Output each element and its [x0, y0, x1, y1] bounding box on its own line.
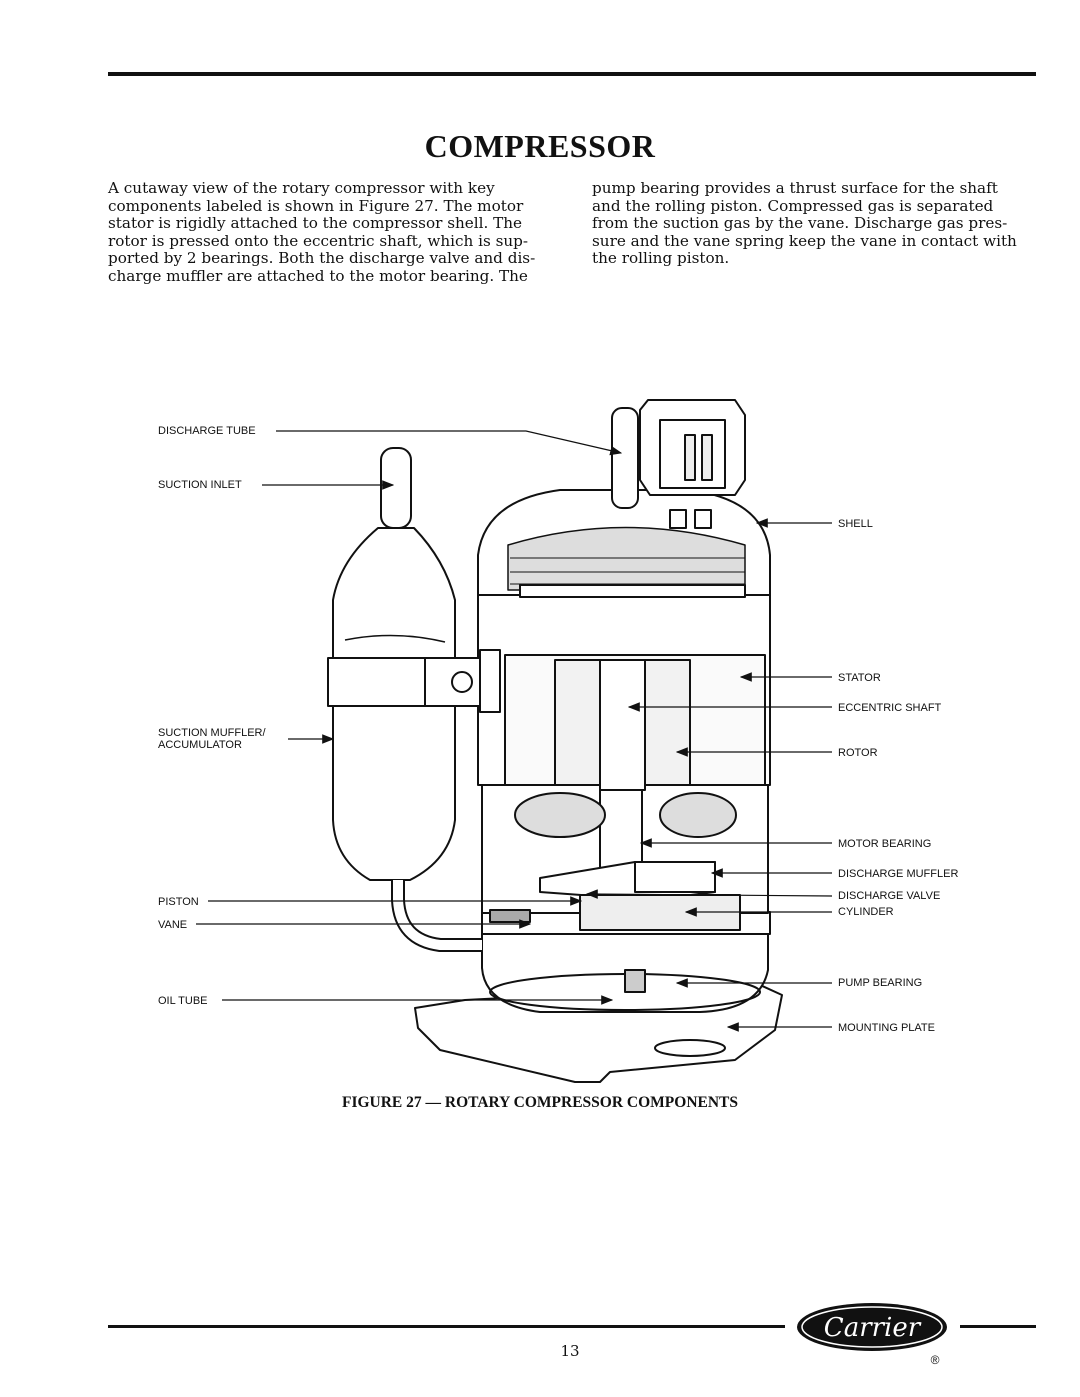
page-title: COMPRESSOR	[424, 128, 656, 164]
compressor-drawing	[327, 399, 783, 1083]
label-cylinder: CYLINDER	[838, 906, 894, 918]
body-line: from the suction gas by the vane. Discha…	[592, 214, 1008, 233]
registered-mark: ®	[931, 1353, 940, 1367]
label-discharge-tube: DISCHARGE TUBE	[158, 425, 256, 437]
eccentric-shaft	[599, 659, 646, 791]
label-rotor: ROTOR	[838, 747, 878, 759]
body-line: components labeled is shown in Figure 27…	[108, 196, 524, 215]
body-column-left: A cutaway view of the rotary compressor …	[108, 179, 550, 286]
label-vane: VANE	[158, 919, 187, 931]
body-line: rotor is pressed onto the eccentric shaf…	[108, 231, 529, 250]
footer-rule-left	[108, 1325, 785, 1328]
label-oil-tube: OIL TUBE	[158, 995, 208, 1007]
right-callouts	[585, 518, 833, 1032]
stator-windings	[507, 526, 746, 591]
label-mounting-plate: MOUNTING PLATE	[838, 1022, 935, 1034]
body-line: A cutaway view of the rotary compressor …	[108, 179, 495, 197]
left-callouts	[196, 430, 623, 1005]
label-pump-bearing: PUMP BEARING	[838, 977, 922, 989]
body-line: stator is rigidly attached to the compre…	[108, 214, 523, 233]
body-column-right: pump bearing provides a thrust surface f…	[592, 179, 1036, 268]
label-suction-muffler: SUCTION MUFFLER/	[158, 727, 267, 739]
footer-rule-right	[960, 1325, 1036, 1328]
label-motor-bearing: MOTOR BEARING	[838, 838, 931, 850]
label-discharge-valve: DISCHARGE VALVE	[838, 890, 940, 902]
top-rule	[108, 72, 1036, 76]
label-shell: SHELL	[838, 518, 873, 530]
figure-caption: FIGURE 27 — ROTARY COMPRESSOR COMPONENTS	[341, 1094, 738, 1111]
body-line: pump bearing provides a thrust surface f…	[592, 179, 998, 197]
label-eccentric-shaft: ECCENTRIC SHAFT	[838, 702, 942, 714]
carrier-logo: Carrier ®	[797, 1303, 947, 1367]
label-suction-inlet: SUCTION INLET	[158, 479, 242, 491]
body-line: and the rolling piston. Compressed gas i…	[592, 196, 994, 215]
body-line: the rolling piston.	[592, 249, 730, 268]
label-accumulator: ACCUMULATOR	[158, 739, 242, 751]
body-line: sure and the vane spring keep the vane i…	[592, 231, 1017, 250]
label-discharge-muffler: DISCHARGE MUFFLER	[838, 868, 958, 880]
discharge-tube	[611, 407, 639, 509]
body-line: charge muffler are attached to the motor…	[108, 266, 528, 285]
body-line: ported by 2 bearings. Both the discharge…	[108, 249, 536, 268]
rotary-compressor-diagram: DISCHARGE TUBE SUCTION INLET SUCTION MUF…	[158, 399, 958, 1083]
suction-inlet-tube	[380, 447, 412, 529]
logo-text: Carrier	[824, 1313, 922, 1343]
label-stator: STATOR	[838, 672, 881, 684]
accumulator-band	[479, 649, 501, 713]
page-number: 13	[560, 1342, 580, 1360]
label-piston: PISTON	[158, 896, 199, 908]
